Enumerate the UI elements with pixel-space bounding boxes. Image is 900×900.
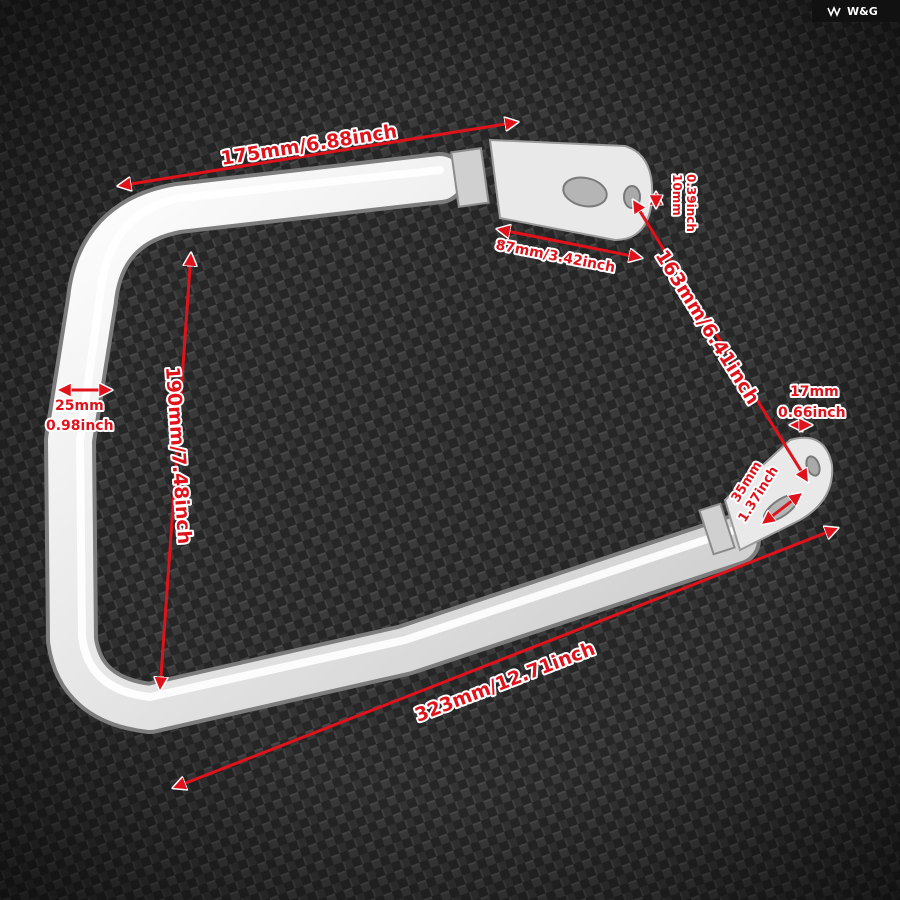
logo-text: W&G (847, 5, 878, 18)
label-top-hole-in: 0.39inch (684, 174, 698, 232)
logo-mark-icon (827, 5, 841, 18)
arrow-bottom-length (173, 528, 838, 788)
label-top-hole-mm: 10mm (670, 174, 684, 216)
label-tube-dia-mm: 25mm (55, 398, 104, 414)
label-tube-dia-in: 0.98inch (46, 418, 114, 434)
arrow-end-slot (762, 493, 802, 524)
dimension-arrows (58, 122, 838, 788)
arrow-height (160, 253, 191, 690)
arrow-diagonal-span (633, 200, 808, 482)
arrow-top-length (118, 122, 518, 186)
brand-logo: W&G (812, 0, 900, 22)
arrow-bracket-width (497, 229, 642, 258)
label-end-hole-in: 0.66inch (778, 405, 846, 421)
label-end-hole-mm: 17mm (790, 384, 839, 400)
top-slot-hole (562, 176, 608, 208)
